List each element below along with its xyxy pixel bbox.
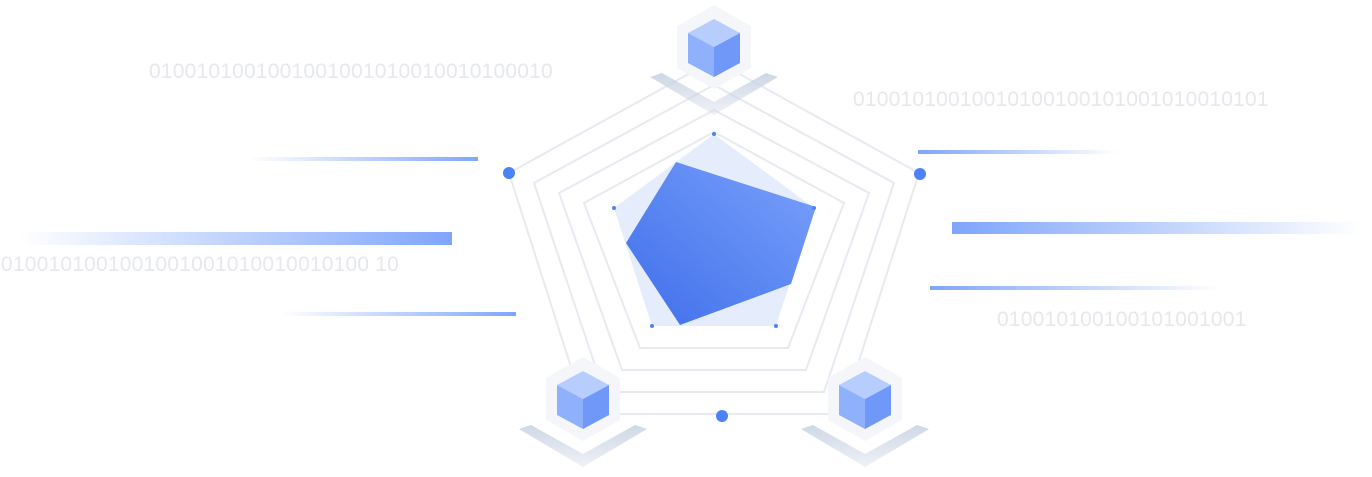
- ring-3: [557, 108, 871, 371]
- bar-left-3: [280, 312, 516, 316]
- ring-outer: [507, 58, 921, 415]
- cube-icon: [650, 5, 778, 115]
- binary-text-top-right: 01001010010010100100101001010010101: [853, 88, 1269, 111]
- binary-text-top-left: 0100101001001001001010010010100010: [149, 60, 553, 83]
- vertex-dot-right: [914, 168, 926, 180]
- bar-left-1: [250, 157, 478, 161]
- bar-right-2: [952, 222, 1362, 234]
- vertex-dot-bottom: [716, 410, 728, 422]
- bar-right-1: [918, 150, 1118, 154]
- anchor-dot-bottom-left: [650, 324, 654, 328]
- radar-rings: [507, 58, 921, 415]
- anchor-dot-left: [612, 206, 616, 210]
- anchor-dot-top: [712, 132, 716, 136]
- cube-icon: [801, 357, 929, 467]
- bar-right-3: [930, 286, 1220, 290]
- anchor-dot-right: [812, 206, 816, 210]
- ring-4: [582, 130, 846, 349]
- vertex-dot-left: [503, 167, 515, 179]
- anchor-dot-bottom-right: [774, 324, 778, 328]
- cube-icon: [519, 357, 647, 467]
- binary-text-middle-left: 0100101001001001001010010010100 10: [1, 253, 400, 276]
- bar-left-2: [20, 232, 452, 245]
- radar-area-main: [626, 162, 816, 325]
- binary-text-bottom-right: 010010100100101001001: [997, 308, 1247, 331]
- ring-2: [532, 83, 896, 393]
